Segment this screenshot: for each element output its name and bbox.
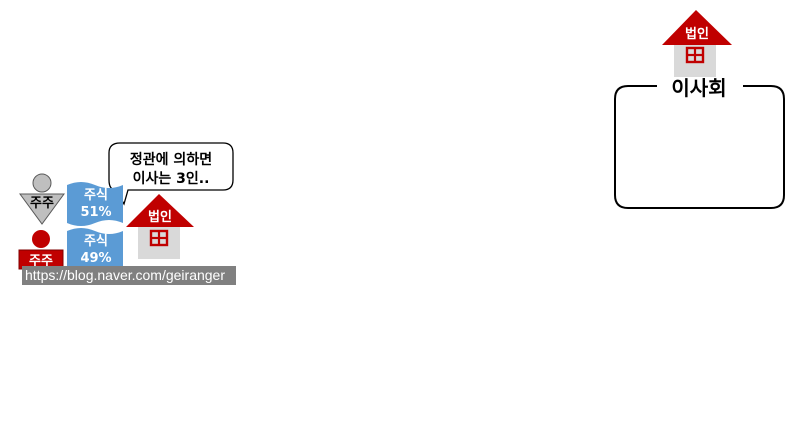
house-roof xyxy=(662,10,732,45)
corporation-label-top: 법인 xyxy=(685,26,709,42)
shareholder-top: 주주 xyxy=(19,173,65,225)
watermark-url: https://blog.naver.com/geiranger xyxy=(22,266,236,285)
corporation-house-top: 법인 xyxy=(662,10,732,77)
corporation-label-left: 법인 xyxy=(148,209,172,225)
shareholder-bottom: 주주 xyxy=(18,230,64,270)
shareholder-top-body xyxy=(19,193,65,225)
house-roof xyxy=(126,194,194,227)
share-card-49-label: 주식 xyxy=(84,233,108,249)
corporation-house-left: 법인 xyxy=(126,194,194,259)
window-icon xyxy=(685,46,705,64)
share-card-51-label: 주식 xyxy=(84,187,108,203)
share-card-51: 주식 51% xyxy=(67,182,123,226)
shareholder-bottom-head xyxy=(32,230,50,248)
window-icon xyxy=(149,229,169,247)
shareholder-bottom-label: 주주 xyxy=(29,254,53,269)
share-card-51-shape xyxy=(67,182,123,226)
board-box: 이사회 xyxy=(614,76,785,209)
shareholder-top-head xyxy=(32,173,52,193)
share-card-49-shape xyxy=(67,228,123,270)
share-card-49: 주식 49% xyxy=(67,228,123,270)
shareholder-top-label: 주주 xyxy=(30,196,54,211)
speech-bubble-line-2: 이사는 3인.. xyxy=(133,170,210,187)
share-card-51-percent: 51% xyxy=(80,205,111,220)
board-title: 이사회 xyxy=(671,76,726,100)
board-frame xyxy=(614,85,785,209)
speech-bubble-line-1: 정관에 의하면 xyxy=(130,151,212,168)
speech-bubble-shape xyxy=(108,142,234,206)
speech-bubble: 정관에 의하면 이사는 3인.. xyxy=(108,142,234,206)
share-card-49-percent: 49% xyxy=(80,251,111,266)
